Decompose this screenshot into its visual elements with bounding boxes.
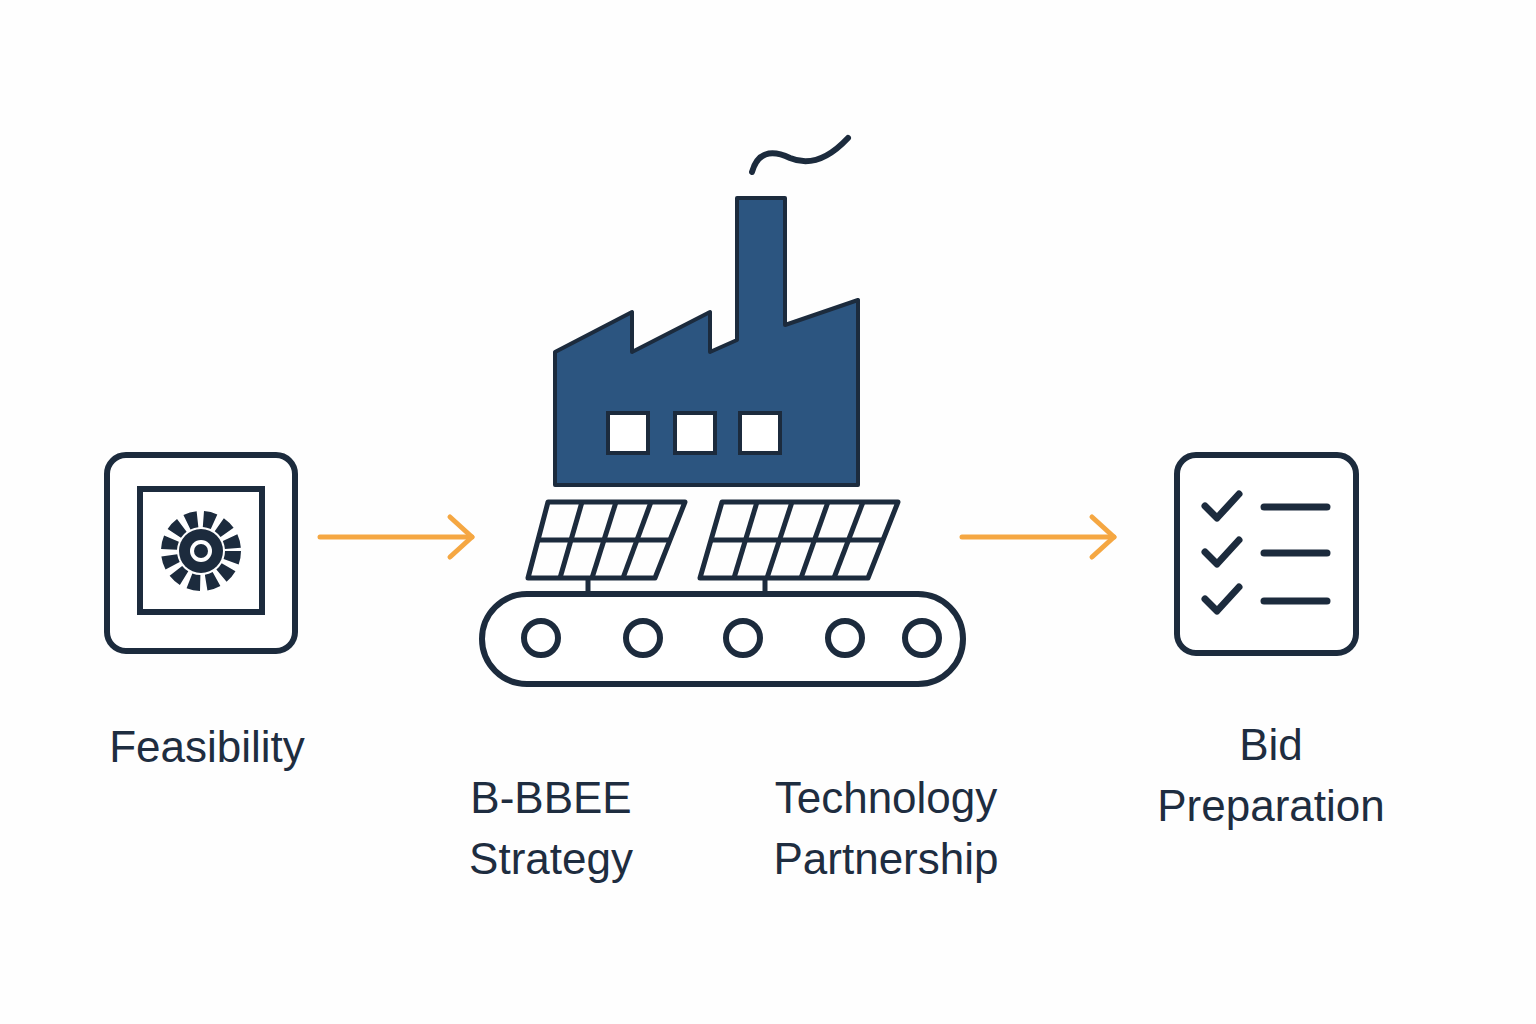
checklist-icon [1174, 452, 1359, 656]
factory-illustration [478, 135, 968, 695]
feasibility-icon [104, 452, 298, 654]
factory-node: B-BBEE StrategyTechnology Partnership [478, 135, 968, 695]
node-label: Feasibility [64, 716, 350, 777]
flow-arrow [962, 517, 1114, 557]
node-label: Technology Partnership [741, 767, 1031, 889]
node-label: Bid Preparation [1121, 714, 1421, 836]
bid-box: Bid Preparation [1174, 452, 1359, 656]
node-label: B-BBEE Strategy [441, 767, 661, 889]
feasibility-box: Feasibility [104, 452, 298, 654]
flow-arrow [320, 517, 472, 557]
